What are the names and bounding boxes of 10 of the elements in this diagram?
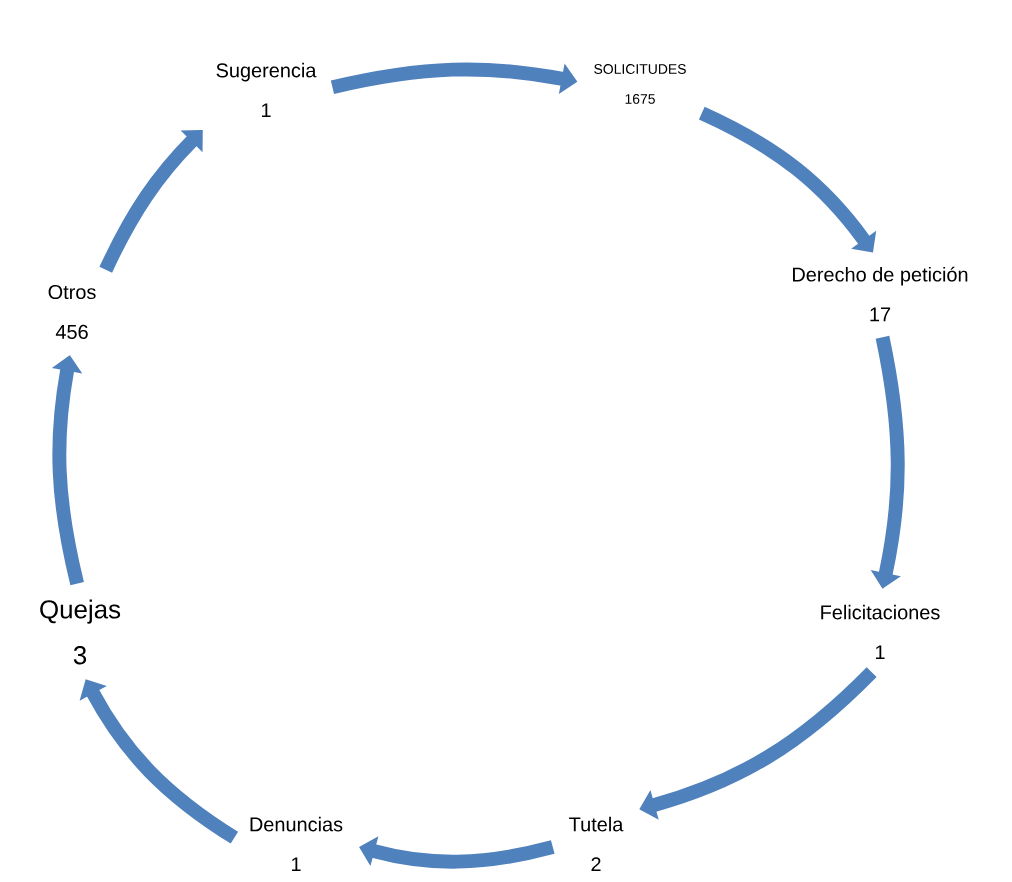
curved-arrow [79,679,239,844]
curved-arrow [698,106,877,253]
category-label: Felicitaciones 1 [821,604,940,660]
category-label: Denuncias 1 [250,816,343,872]
category-label: Otros 456 [48,285,96,339]
category-label: Derecho de petición 17 [793,266,968,322]
category-label: Sugerencia 1 [216,62,317,118]
category-label: Tutela 2 [569,816,624,872]
category-label: Quejas 3 [40,599,121,665]
curved-arrow [99,130,203,273]
